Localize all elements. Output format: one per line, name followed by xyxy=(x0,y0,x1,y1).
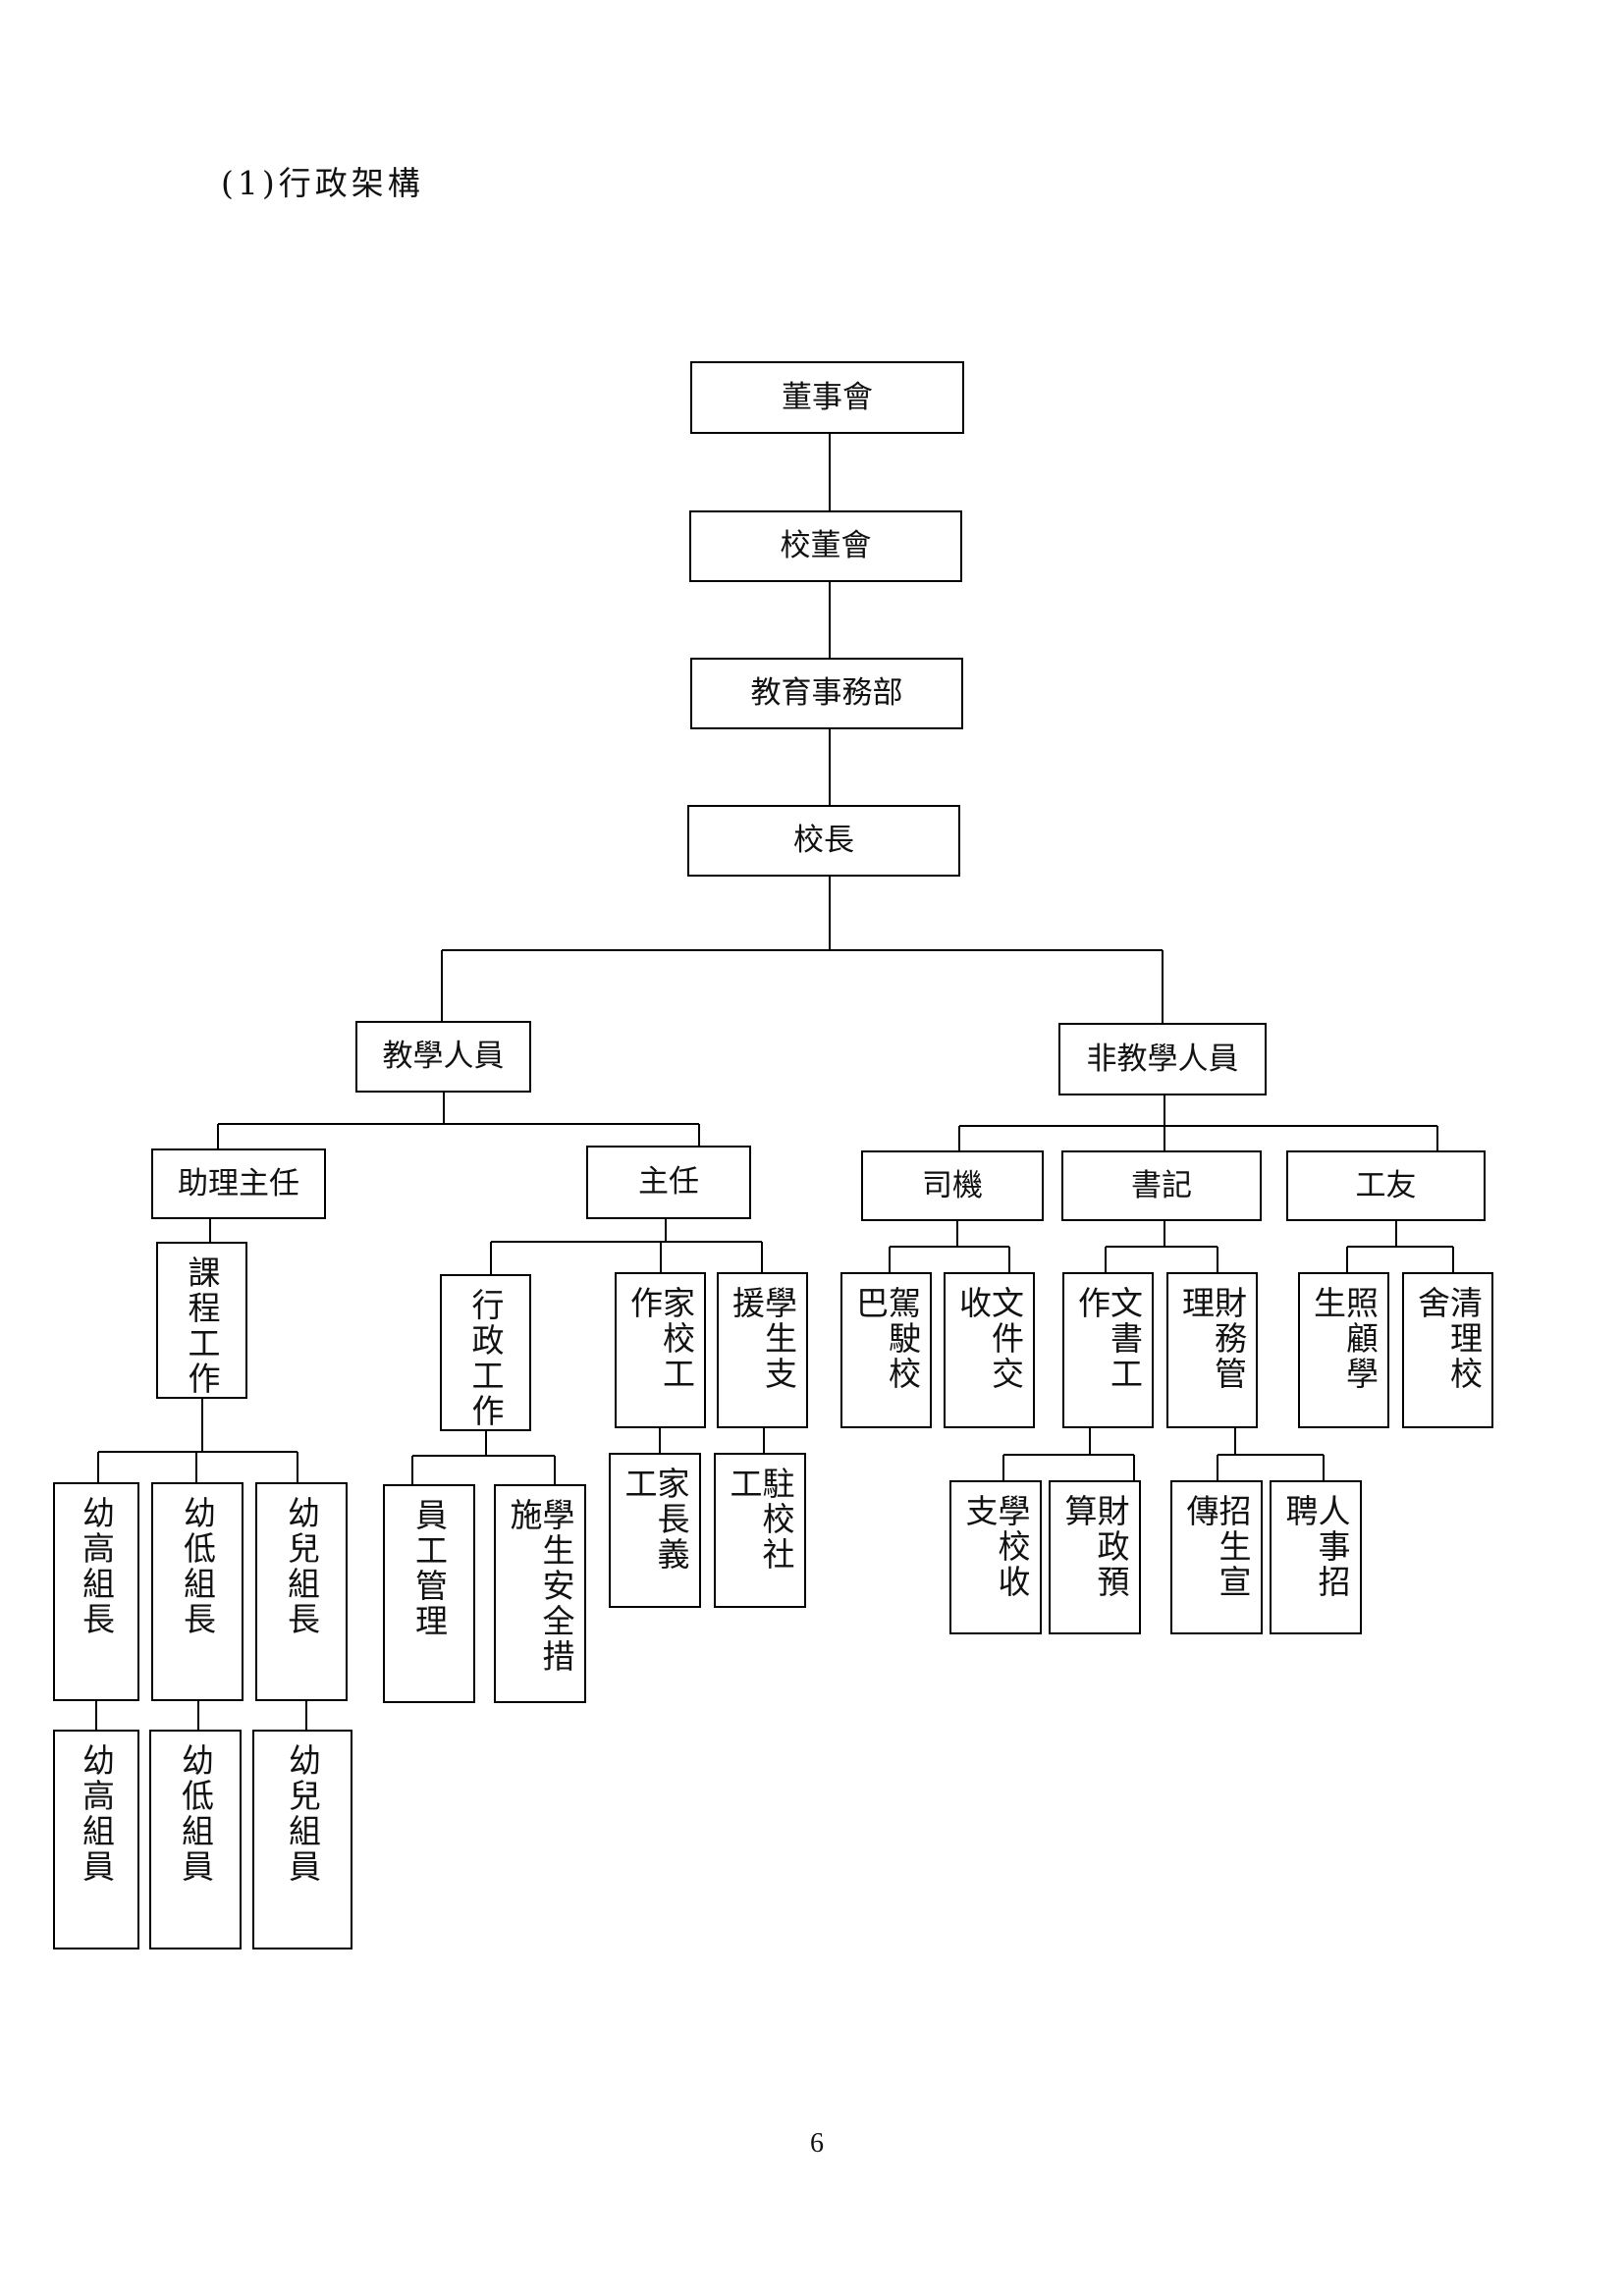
node-student-support: 學生支援 xyxy=(717,1272,808,1428)
node-education-bureau: 教育事務部 xyxy=(690,658,963,729)
page-number: 6 xyxy=(810,2128,824,2159)
node-director: 主任 xyxy=(586,1146,751,1219)
node-school-social-worker: 駐校社工 xyxy=(714,1453,806,1608)
page-title: (1)行政架構 xyxy=(221,164,424,202)
node-clerical-work: 文書工作 xyxy=(1062,1272,1154,1428)
node-student-safety-measures: 學生安全措施 xyxy=(494,1484,586,1703)
node-non-teaching-staff: 非教學人員 xyxy=(1058,1023,1267,1095)
node-school-board: 校董會 xyxy=(689,510,962,582)
node-k3-member: 幼高組員 xyxy=(53,1730,139,1949)
node-drive-school-bus: 駕駛校巴 xyxy=(840,1272,932,1428)
node-k1-leader: 幼兒組長 xyxy=(255,1482,348,1701)
node-clean-school: 清理校舍 xyxy=(1402,1272,1493,1428)
node-assistant-director: 助理主任 xyxy=(151,1148,326,1219)
node-hr-recruitment: 人事招聘 xyxy=(1270,1480,1362,1634)
node-k1-member: 幼兒組員 xyxy=(252,1730,352,1949)
node-financial-budget: 財政預算 xyxy=(1049,1480,1141,1634)
node-k2-member: 幼低組員 xyxy=(149,1730,242,1949)
node-clerk: 書記 xyxy=(1061,1150,1262,1221)
node-k3-leader: 幼高組長 xyxy=(53,1482,139,1701)
node-k2-leader: 幼低組長 xyxy=(151,1482,244,1701)
node-parent-volunteers: 家長義工 xyxy=(609,1453,701,1608)
node-curriculum-work: 課程工作 xyxy=(156,1242,247,1399)
node-care-students: 照顧學生 xyxy=(1298,1272,1389,1428)
node-driver: 司機 xyxy=(861,1150,1044,1221)
node-admissions-promotion: 招生宣傳 xyxy=(1170,1480,1263,1634)
node-janitor: 工友 xyxy=(1286,1150,1486,1221)
node-admin-work: 行政工作 xyxy=(440,1274,531,1431)
node-finance-management: 財務管理 xyxy=(1166,1272,1258,1428)
node-school-income-expense: 學校收支 xyxy=(949,1480,1042,1634)
node-board-of-directors: 董事會 xyxy=(690,361,964,434)
node-home-school-work: 家校工作 xyxy=(615,1272,706,1428)
node-staff-management: 員工管理 xyxy=(383,1484,475,1703)
node-teaching-staff: 教學人員 xyxy=(355,1021,531,1093)
node-document-handling: 文件交收 xyxy=(944,1272,1035,1428)
node-principal: 校長 xyxy=(687,805,960,877)
